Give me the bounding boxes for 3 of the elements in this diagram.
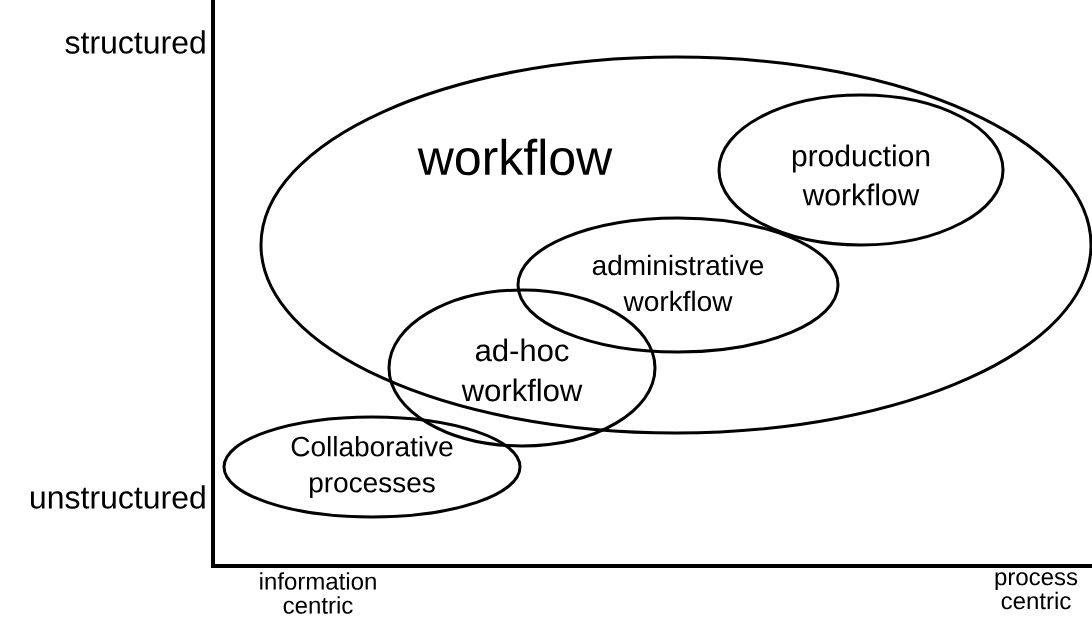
axis-label: process centric (995, 572, 1078, 610)
axis-label: information centric (260, 572, 376, 614)
axis-label: structured (65, 30, 205, 54)
